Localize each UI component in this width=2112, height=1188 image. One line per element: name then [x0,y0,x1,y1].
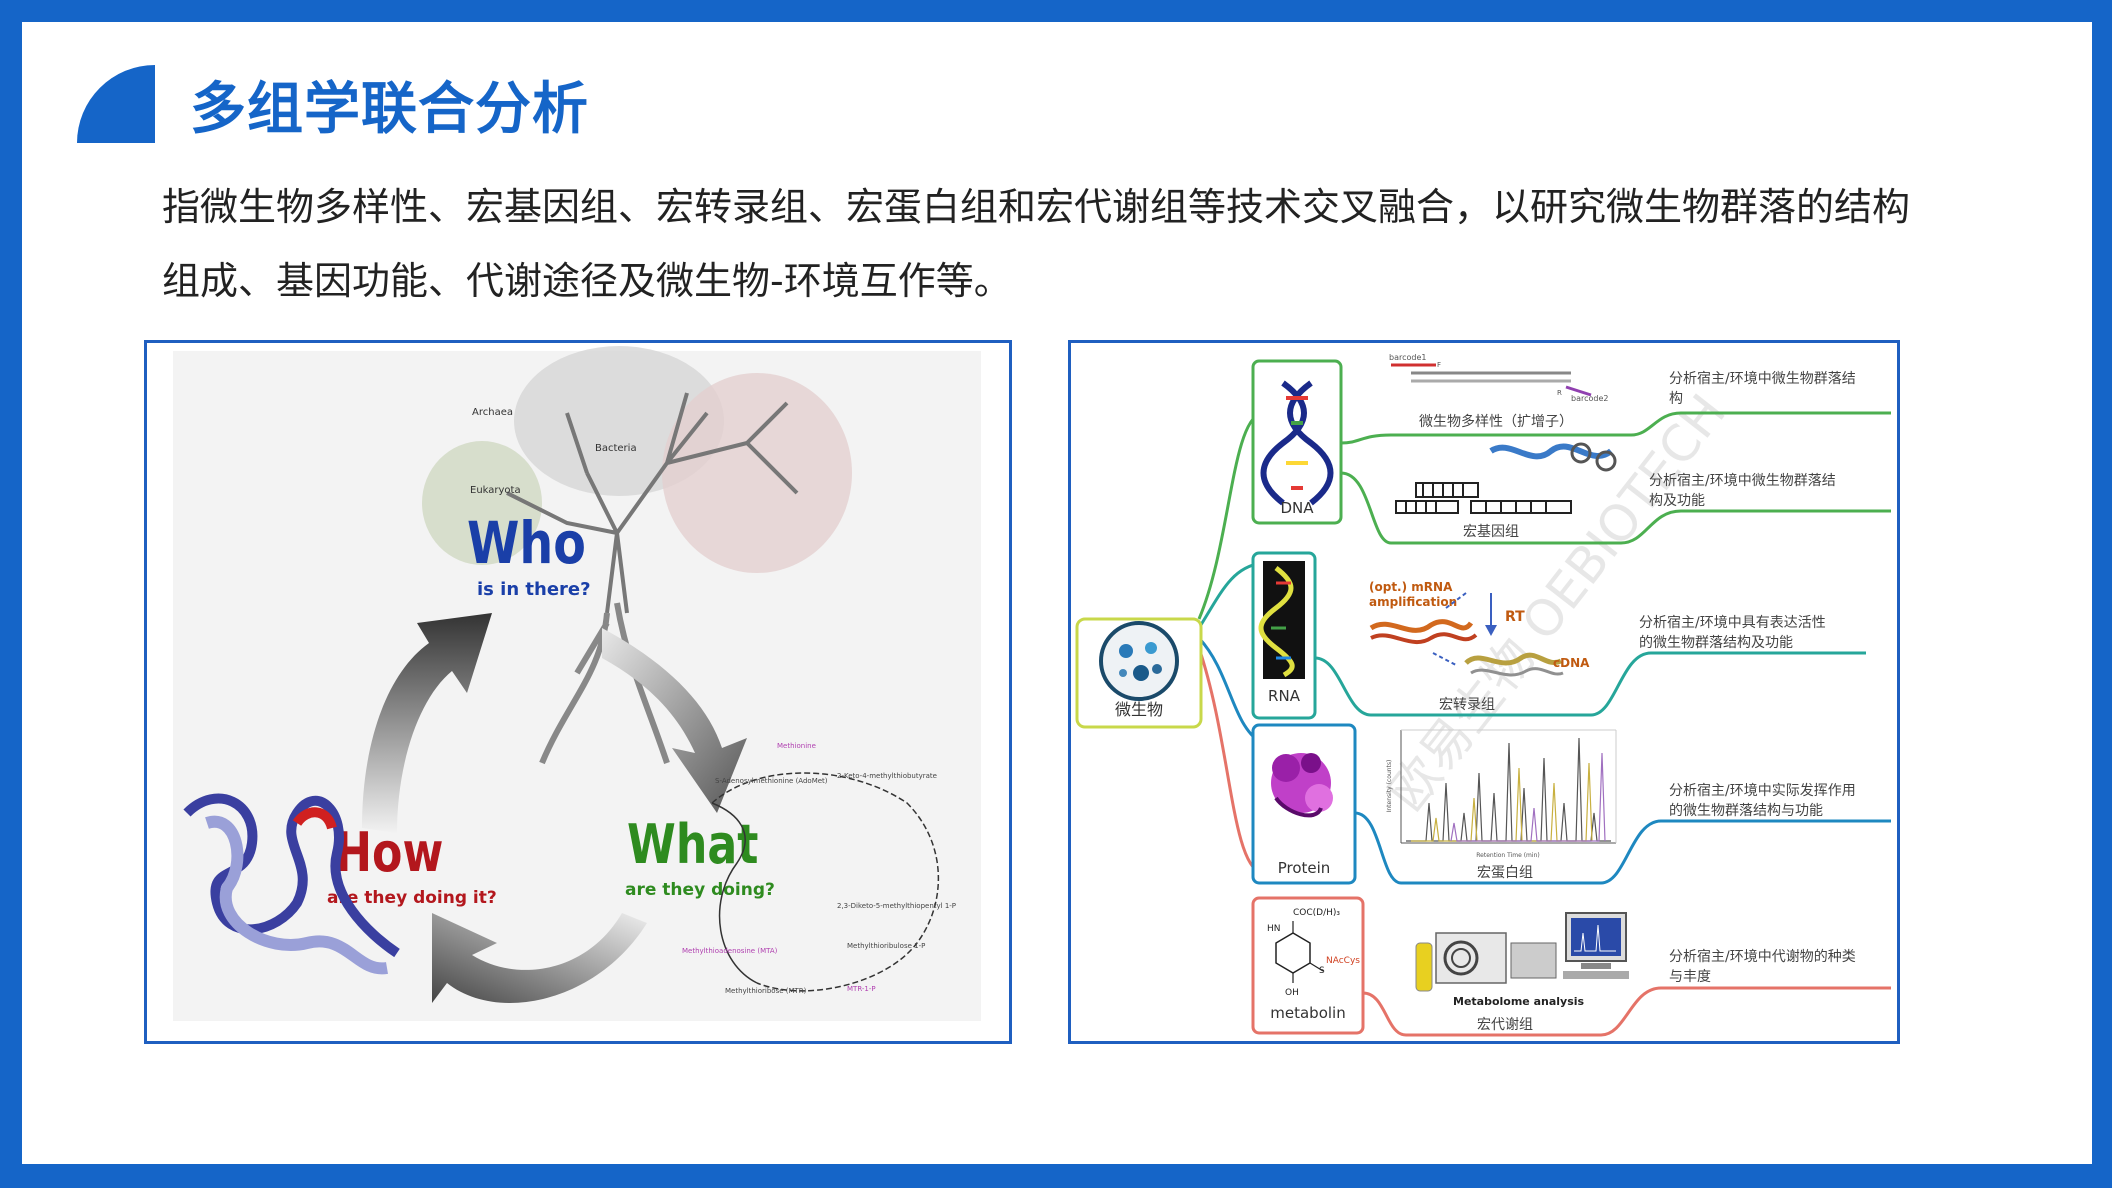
pathway-diketo: 2,3-Diketo-5-methylthiopentyl 1-P [837,902,956,910]
what-label: What [627,813,758,876]
branch-metabolin: HN COC(D/H)₃ S NAcCys OH metabolin [1251,896,1891,1037]
cycle-arrow-what-to-how [432,913,647,1003]
cycle-arrow-who-to-what [602,628,747,813]
tree-label-eukaryota: Eukaryota [470,485,521,496]
pathway-mtr1p: MTR-1-P [847,985,876,993]
rt-label: RT [1505,609,1525,625]
dna-icon [1260,380,1334,506]
protein-node-label: Protein [1278,859,1331,877]
chromatogram-y-label: Intensity (counts) [1386,760,1393,813]
rna-node-label: RNA [1268,687,1301,705]
chem-nac: NAcCys [1326,956,1360,966]
multi-omics-mindmap: 欧易生物 OEBIOTECH 微生物 [1068,340,1900,1044]
protein-icon [1271,753,1333,818]
desc-metaproteome: 分析宿主/环境中实际发挥作用的微生物群落结构与功能 [1669,782,1856,819]
dna-fragments-icon [1395,442,1617,514]
branch-dna: DNA barcode1 F R barcode2 微生物多样性（扩增子） 分析… [1251,353,1891,525]
mass-spec-instrument-icon [1415,912,1629,992]
barcode2-label: barcode2 [1571,394,1608,403]
chem-oh: OH [1285,988,1299,998]
tree-label-bacteria: Bacteria [595,443,637,454]
rna-icon [1258,566,1295,678]
metabolome-analysis-label: Metabolome analysis [1453,995,1585,1008]
center-node-label: 微生物 [1115,700,1163,719]
cdna-label: cDNA [1553,656,1590,670]
desc-amplicon: 分析宿主/环境中微生物群落结构 [1669,370,1856,407]
who-sublabel: is in there? [477,579,591,600]
chem-coc: COC(D/H)₃ [1293,908,1340,918]
dna-node-label: DNA [1280,499,1314,517]
tree-label-archaea: Archaea [472,407,513,418]
method-metagenome: 宏基因组 [1463,523,1519,540]
metabolic-pathway-illustration: Methionine S-Adenosylmethionine (AdoMet)… [682,742,956,995]
center-node: 微生物 [1075,617,1203,729]
page-description: 指微生物多样性、宏基因组、宏转录组、宏蛋白组和宏代谢组等技术交叉融合，以研究微生… [162,185,1911,303]
desc-metatranscriptome: 分析宿主/环境中具有表达活性的微生物群落结构及功能 [1639,614,1826,651]
pathway-mtrp: Methylthioribulose 1-P [847,942,925,950]
method-metabolome: 宏代谢组 [1477,1017,1533,1033]
pathway-keto: 2-Keto-4-methylthiobutyrate [837,772,937,780]
protein-ribbon-illustration [183,793,400,975]
pathway-mta: Methylthioadenosine (MTA) [682,947,778,955]
pathway-methionine: Methionine [777,742,816,750]
chem-hn: HN [1267,924,1281,934]
metabolin-node-label: metabolin [1270,1004,1345,1022]
method-metaproteome: 宏蛋白组 [1477,865,1533,881]
pathway-mtr: Methylthioribose (MTR) [725,987,807,995]
slide: 多组学联合分析 指微生物多样性、宏基因组、宏转录组、宏蛋白组和宏代谢组等技术交叉… [22,22,2092,1164]
branch-metagenome: 宏基因组 分析宿主/环境中微生物群落结构及功能 [1340,442,1891,545]
how-sublabel: are they doing it? [327,888,497,908]
chromatogram-x-label: Retention Time (min) [1476,852,1539,859]
what-sublabel: are they doing? [625,880,775,900]
who-label: Who [467,509,586,577]
method-amplicon: 微生物多样性（扩增子） [1419,413,1573,430]
how-label: How [335,821,443,884]
chromatogram-plot: Retention Time (min) Intensity (counts) [1386,729,1617,859]
omics-cycle-figure: Archaea Bacteria Eukaryota Who is in the… [144,340,1012,1044]
pathway-sam: S-Adenosylmethionine (AdoMet) [715,777,828,785]
page-title: 多组学联合分析 [190,77,589,142]
title-quarter-icon [77,65,155,143]
chem-s: S [1319,966,1325,976]
method-metatranscriptome: 宏转录组 [1439,697,1495,713]
barcode1-label: barcode1 [1389,353,1426,362]
primer-r-label: R [1557,389,1562,397]
desc-metabolome: 分析宿主/环境中代谢物的种类与丰度 [1669,948,1856,985]
branch-protein: Protein Retention Time (min) Intensity (… [1251,723,1891,885]
desc-metagenome: 分析宿主/环境中微生物群落结构及功能 [1649,472,1836,509]
cycle-arrow-how-to-who [362,613,492,833]
metabolite-structure-icon: HN COC(D/H)₃ S NAcCys OH [1267,908,1360,998]
primer-f-label: F [1437,361,1441,369]
